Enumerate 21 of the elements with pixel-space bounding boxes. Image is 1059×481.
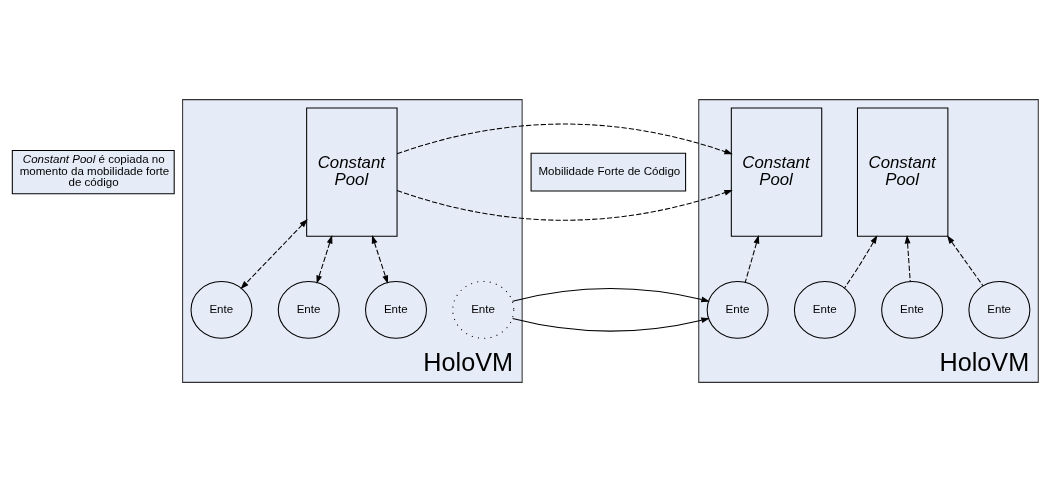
node-circle: Ente — [881, 280, 944, 339]
node-box: Mobilidade Forte de Código — [530, 152, 687, 192]
arrow — [904, 234, 911, 282]
arrow — [396, 123, 733, 221]
arrow — [371, 234, 389, 284]
node-box: Constant Pool é copiada no momento da mobilidade forte de código — [11, 149, 175, 194]
arrow — [947, 234, 984, 286]
arrow — [744, 234, 760, 283]
node-circle: Ente — [968, 280, 1031, 339]
node-circle: Ente — [793, 280, 856, 339]
node-box: Constant Pool — [856, 107, 949, 237]
node-circle: Ente — [452, 280, 515, 339]
arrow — [240, 218, 308, 289]
node-circle: Ente — [277, 280, 340, 339]
node-circle: Ente — [706, 280, 769, 339]
arrow — [512, 287, 710, 332]
arrow — [844, 234, 878, 288]
arrow — [316, 234, 333, 284]
node-box: Constant Pool — [730, 107, 823, 237]
node-box: Constant Pool — [306, 107, 398, 237]
node-circle: Ente — [365, 280, 427, 339]
